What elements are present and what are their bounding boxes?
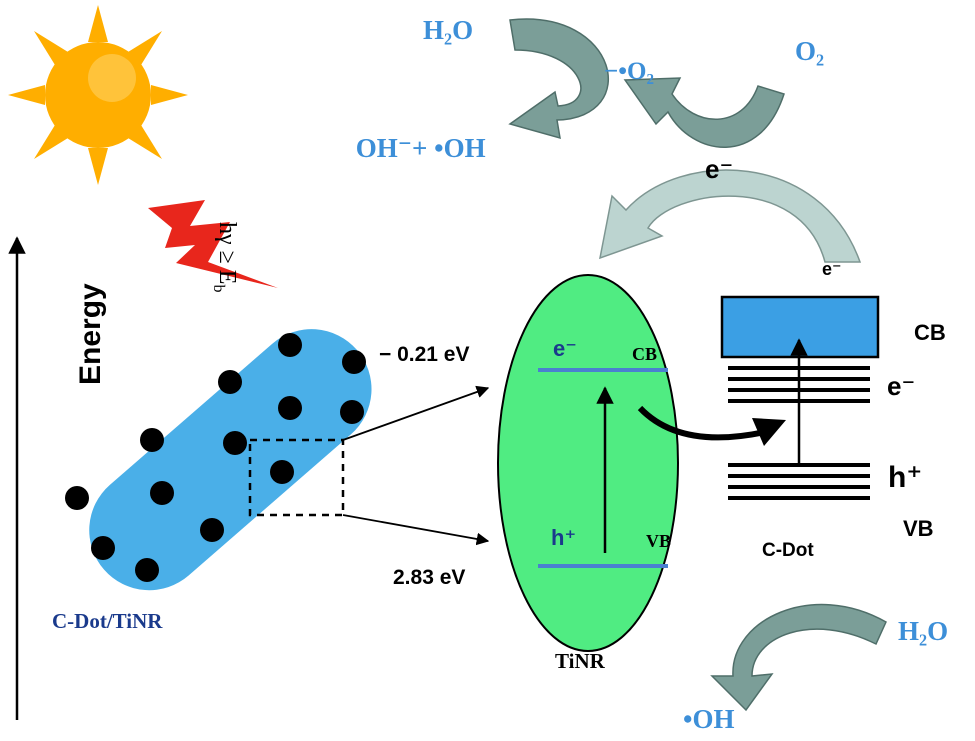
tinr-cb-label: CB bbox=[632, 344, 657, 364]
electron-return-arrow bbox=[599, 169, 862, 263]
vb-level-value: 2.83 eV bbox=[393, 566, 465, 589]
c-dot-tinr-rod bbox=[65, 329, 372, 591]
zoom-arrow-lower bbox=[342, 514, 490, 546]
h2o-to-oh-arrow bbox=[508, 18, 609, 140]
cdot-label: C-Dot bbox=[762, 540, 814, 561]
sun-icon bbox=[8, 5, 188, 185]
o2-to-superoxide-arrow bbox=[623, 77, 785, 148]
cdot-hole-levels bbox=[728, 463, 870, 500]
top-h2o-label: H₂O bbox=[423, 15, 473, 45]
cdot-hole-right-label: h⁺ bbox=[888, 461, 922, 494]
c-dot-particles bbox=[65, 333, 366, 582]
energy-axis-label: Energy bbox=[74, 283, 107, 385]
tinr-label: TiNR bbox=[555, 649, 606, 673]
bottom-oh-label: •OH bbox=[683, 704, 734, 734]
lightning-icon bbox=[148, 200, 278, 288]
bottom-h2o-label: H₂O bbox=[898, 616, 948, 646]
top-products-label: OH⁻+ •OH bbox=[322, 133, 506, 163]
cdot-cb-label: CB bbox=[914, 320, 946, 345]
superoxide-label: −•O₂ bbox=[604, 58, 654, 85]
top-o2-label: O₂ bbox=[795, 36, 824, 66]
zoom-arrow-upper bbox=[342, 385, 490, 441]
cdot-electron-top-label: e⁻ bbox=[822, 259, 842, 279]
rod-label: C-Dot/TiNR bbox=[52, 609, 163, 633]
tinr-electron-label: e⁻ bbox=[553, 336, 577, 361]
cb-level-value: − 0.21 eV bbox=[379, 343, 470, 366]
tinr-vb-label: VB bbox=[646, 531, 671, 551]
light-energy-label: hγ ≥ Eb bbox=[208, 192, 240, 310]
bottom-h2o-to-oh-arrow bbox=[710, 603, 887, 712]
cdot-vb-label: VB bbox=[903, 516, 934, 541]
top-electron-label: e⁻ bbox=[705, 154, 733, 184]
electron-transfer-arrow bbox=[637, 405, 786, 446]
tinr-hole-label: h⁺ bbox=[551, 525, 576, 550]
cdot-electron-right-label: e⁻ bbox=[887, 371, 915, 401]
tinr-ellipse bbox=[497, 274, 679, 652]
